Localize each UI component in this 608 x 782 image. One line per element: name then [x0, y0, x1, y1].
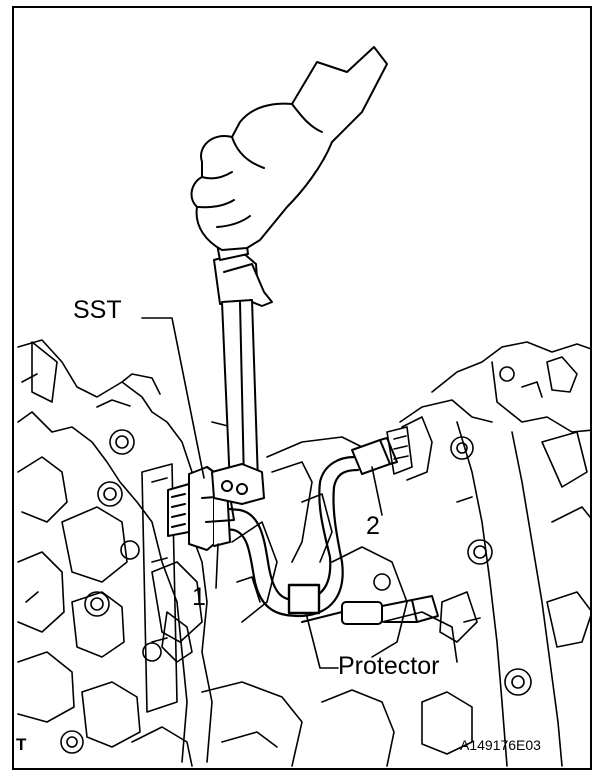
fuel-line-connector	[301, 437, 439, 625]
protector-sleeve	[287, 583, 321, 615]
callout-2-label: 2	[366, 512, 380, 540]
hose	[205, 455, 360, 618]
wrench	[211, 237, 273, 505]
leader-lines	[141, 317, 383, 669]
figure-code: A149176E03	[460, 737, 541, 753]
hand	[190, 46, 388, 251]
corner-mark: T	[16, 735, 27, 754]
illustration-frame	[12, 6, 592, 770]
right-cylinder-head	[386, 341, 590, 767]
callout-1-label: 1	[192, 583, 206, 611]
callout-1-leader	[215, 543, 219, 589]
engine-center	[201, 421, 458, 767]
left-cylinder-head	[17, 339, 213, 767]
protector-label: Protector	[338, 652, 440, 680]
sst-fitting	[167, 466, 235, 551]
engine-illustration	[17, 46, 590, 767]
sst-label: SST	[73, 296, 122, 324]
protector-leader	[305, 612, 339, 669]
callout-2-leader	[371, 466, 383, 516]
sst-leader	[141, 317, 205, 479]
